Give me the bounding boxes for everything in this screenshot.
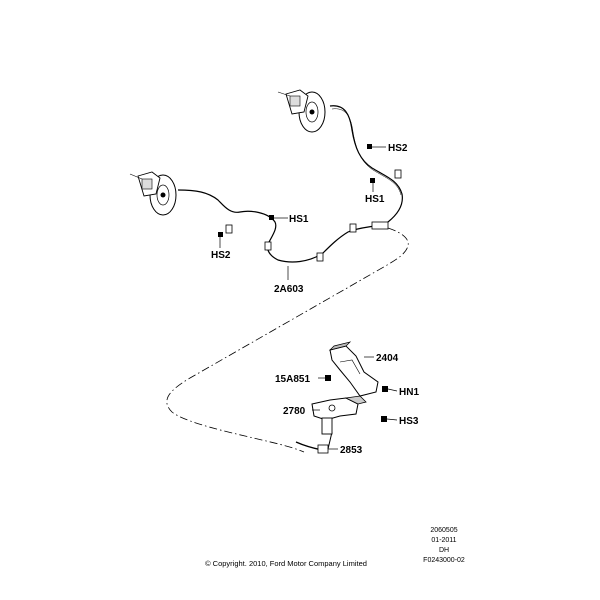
fastener-hs1-left (269, 215, 274, 220)
callout-2a603: 2A603 (274, 284, 304, 295)
callout-hs1-upper: HS1 (365, 194, 385, 205)
callout-2780: 2780 (283, 406, 306, 417)
reference-line-1: 2060505 (430, 527, 457, 534)
nut-hn1 (382, 386, 388, 392)
reference-line-3: DH (439, 547, 449, 554)
fastener-hs1-upper (370, 178, 375, 183)
fastener-hs2-upper (367, 144, 372, 149)
callout-hs1-left: HS1 (289, 214, 309, 225)
bolt-15a851 (325, 375, 331, 381)
callout-hs2-upper: HS2 (388, 143, 408, 154)
copyright-notice: © Copyright. 2010, Ford Motor Company Li… (205, 559, 367, 568)
callout-15a851: 15A851 (275, 374, 310, 385)
front-parking-brake-cable (295, 431, 333, 454)
callout-hn1: HN1 (399, 387, 419, 398)
parking-brake-lever (311, 395, 367, 435)
callout-2853: 2853 (340, 445, 363, 456)
rear-parking-brake-cable (177, 105, 403, 263)
cable-routing-line (166, 227, 409, 453)
callout-2404: 2404 (376, 353, 399, 364)
right-rear-brake-assembly (277, 89, 326, 133)
callout-hs3: HS3 (399, 416, 419, 427)
reference-line-4: F0243000-02 (423, 557, 465, 564)
fastener-hs2-left (218, 232, 223, 237)
console-bracket (328, 341, 379, 397)
screw-hs3 (381, 416, 387, 422)
leader-lines (219, 146, 398, 450)
left-rear-brake-assembly (129, 171, 177, 216)
reference-line-2: 01-2011 (431, 537, 456, 544)
callout-hs2-left: HS2 (211, 250, 231, 261)
